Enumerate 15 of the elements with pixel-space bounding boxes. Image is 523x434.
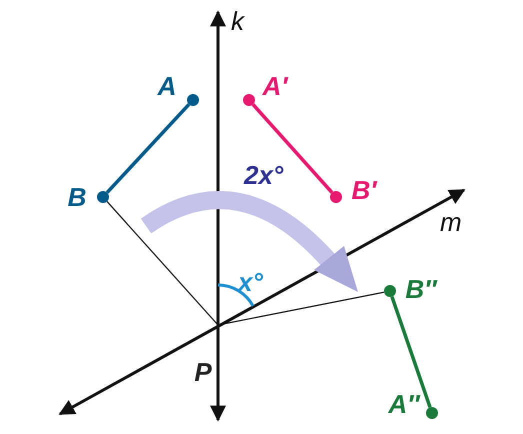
line-segment <box>252 103 334 194</box>
line-name: m <box>440 207 462 237</box>
point-label: B <box>66 182 88 212</box>
point-label: P <box>193 357 213 387</box>
angle-label: x° <box>238 267 263 297</box>
point-label: B″ <box>404 274 438 304</box>
point-label: A <box>156 71 178 101</box>
line-name: k <box>231 6 244 36</box>
point-label: B′ <box>350 175 378 205</box>
thin-line <box>106 201 218 326</box>
line-segment <box>106 103 190 194</box>
angle-label: 2x° <box>244 160 284 190</box>
point-label: A″ <box>387 389 422 419</box>
line-segment <box>390 296 432 408</box>
point-label: A′ <box>261 71 290 101</box>
